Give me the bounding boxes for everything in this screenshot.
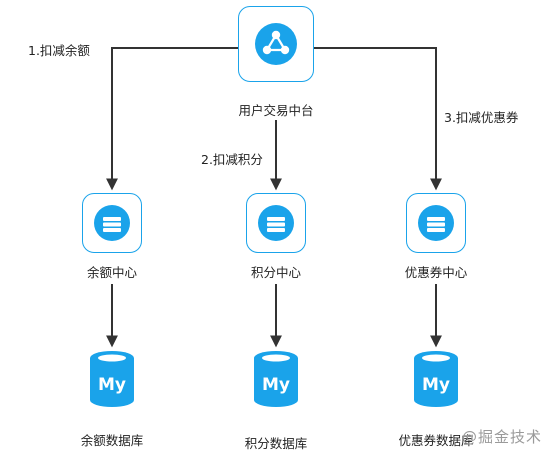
edge-label-deduct-balance: 1.扣减余额: [28, 43, 90, 58]
edge-trade-coupon: [314, 47, 442, 191]
coupon-center-label: 优惠券中心: [404, 265, 468, 280]
points-center-label: 积分中心: [250, 265, 302, 280]
balance-center-node: [82, 193, 142, 253]
points-center-node: [246, 193, 306, 253]
db-logo-text: My: [98, 375, 126, 395]
db-logo-text: My: [422, 375, 450, 395]
edge-trade-balance: [106, 47, 238, 191]
cloud-server-icon: [258, 205, 294, 241]
mysql-database-icon: My: [414, 351, 458, 407]
cloud-server-icon: [94, 205, 130, 241]
coupon-db-label: 优惠券数据库: [398, 433, 474, 448]
db-logo-text: My: [262, 375, 290, 395]
points-db-label: 积分数据库: [244, 436, 308, 451]
edge-label-deduct-points: 2.扣减积分: [201, 152, 263, 167]
mysql-database-icon: My: [254, 351, 298, 407]
mysql-database-icon: My: [90, 351, 134, 407]
watermark: @掘金技术: [462, 428, 543, 446]
edge-label-deduct-coupon: 3.扣减优惠券: [444, 110, 519, 125]
share-network-icon: [255, 23, 297, 65]
trade-platform-label: 用户交易中台: [238, 103, 314, 118]
trade-platform-node: [238, 6, 314, 82]
balance-db-label: 余额数据库: [80, 433, 144, 448]
cloud-server-icon: [418, 205, 454, 241]
coupon-center-node: [406, 193, 466, 253]
balance-center-label: 余额中心: [86, 265, 138, 280]
